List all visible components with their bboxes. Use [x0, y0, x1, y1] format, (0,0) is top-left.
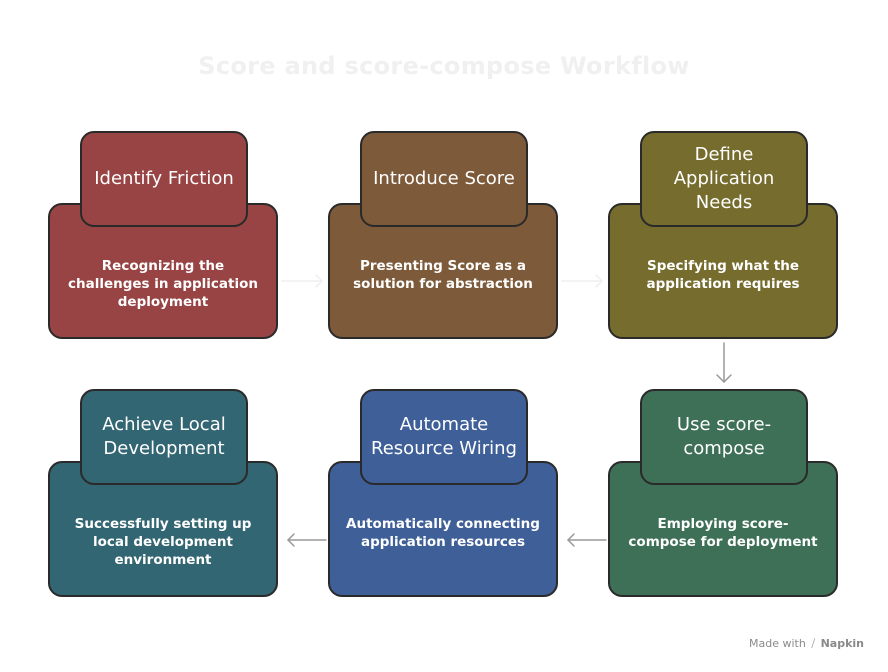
- step-heading: Introduce Score: [373, 168, 515, 189]
- napkin-logo-icon: ⧸: [811, 637, 816, 650]
- step-description: Presenting Score as a solution for abstr…: [353, 258, 533, 292]
- arrow-3-to-4: [716, 342, 732, 383]
- made-with-napkin-badge[interactable]: Made with ⧸ Napkin: [749, 637, 864, 651]
- step-define-application-needs: Specifying what the application requires…: [608, 131, 842, 343]
- step-achieve-local-development: Successfully setting up local developmen…: [48, 389, 282, 601]
- arrow-4-to-5: [567, 533, 607, 547]
- step-heading: Identify Friction: [94, 168, 234, 189]
- step-description: Successfully setting up local developmen…: [74, 516, 252, 568]
- step-introduce-score: Presenting Score as a solution for abstr…: [328, 131, 562, 343]
- step-use-score-compose: Employing score-compose for deployment U…: [608, 389, 842, 601]
- made-with-label: Made with: [749, 637, 806, 650]
- arrow-1-to-2: [281, 274, 323, 288]
- step-heading-box: Identify Friction: [80, 131, 248, 227]
- arrow-2-to-3: [561, 274, 603, 288]
- arrow-5-to-6: [287, 533, 327, 547]
- step-description: Employing score-compose for deployment: [628, 516, 818, 550]
- diagram-title: Score and score-compose Workflow: [198, 52, 690, 80]
- step-description: Automatically connecting application res…: [346, 516, 540, 550]
- step-body: Recognizing the challenges in applicatio…: [48, 203, 278, 339]
- step-heading: Use score-compose: [676, 414, 772, 459]
- step-description: Specifying what the application requires: [646, 258, 800, 292]
- step-description: Recognizing the challenges in applicatio…: [67, 258, 258, 310]
- step-heading-box: Use score-compose: [640, 389, 808, 485]
- step-heading: Define Application Needs: [673, 144, 775, 213]
- step-heading-box: Achieve Local Development: [80, 389, 248, 485]
- step-heading-box: Automate Resource Wiring: [360, 389, 528, 485]
- step-heading-box: Define Application Needs: [640, 131, 808, 227]
- step-heading-box: Introduce Score: [360, 131, 528, 227]
- step-heading: Achieve Local Development: [102, 414, 226, 459]
- step-identify-friction: Recognizing the challenges in applicatio…: [48, 131, 282, 343]
- step-heading: Automate Resource Wiring: [371, 414, 517, 459]
- napkin-brand: Napkin: [820, 637, 864, 650]
- step-automate-resource-wiring: Automatically connecting application res…: [328, 389, 562, 601]
